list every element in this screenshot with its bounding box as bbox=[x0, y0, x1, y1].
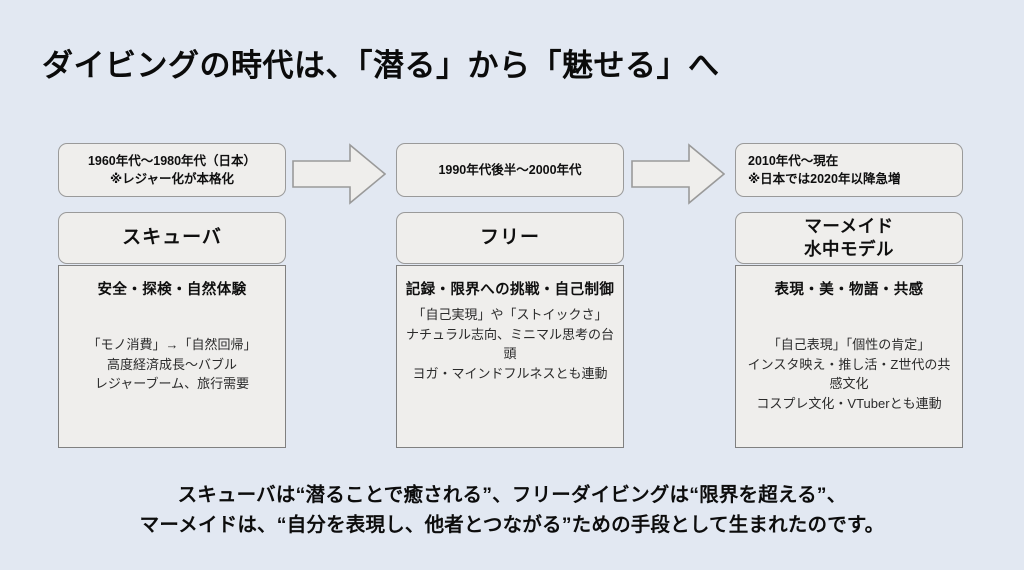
category-label-box-3: マーメイド 水中モデル bbox=[735, 212, 963, 264]
caption-line-2: マーメイドは、“自分を表現し、他者とつながる”ための手段として生まれたのです。 bbox=[139, 514, 885, 537]
category-label-box-2: フリー bbox=[396, 212, 624, 264]
category-label-3-line-2: 水中モデル bbox=[804, 239, 894, 259]
category-label-3: マーメイド 水中モデル bbox=[804, 215, 894, 261]
content-body-1-line-1: 「モノ消費」→「自然回帰」 bbox=[87, 337, 257, 353]
content-body-3: 「自己表現」「個性の肯定」 インスタ映え・推し活・Z世代の共感文化 コスプレ文化… bbox=[744, 335, 954, 413]
content-body-1-line-3: レジャーブーム、旅行需要 bbox=[94, 376, 250, 392]
content-body-2-line-1: 「自己実現」や「ストイックさ」 bbox=[412, 307, 608, 323]
period-line-3a: 2010年代〜現在 bbox=[748, 153, 839, 168]
category-label-2: フリー bbox=[479, 226, 540, 248]
category-label-box-1: スキューバ bbox=[58, 212, 286, 264]
content-heading-2: 記録・限界への挑戦・自己制御 bbox=[405, 282, 615, 298]
period-box-2: 1990年代後半〜2000年代 bbox=[396, 143, 624, 197]
content-box-3: 表現・美・物語・共感 「自己表現」「個性の肯定」 インスタ映え・推し活・Z世代の… bbox=[735, 265, 963, 448]
content-body-3-line-2: インスタ映え・推し活・Z世代の共感文化 bbox=[747, 356, 951, 392]
period-line-3b: ※日本では2020年以降急増 bbox=[748, 172, 901, 186]
summary-caption: スキューバは“潜ることで癒される”、フリーダイビングは“限界を超える”、 マーメ… bbox=[40, 480, 984, 540]
period-box-3: 2010年代〜現在 ※日本では2020年以降急増 bbox=[735, 143, 963, 197]
page-title: ダイビングの時代は、「潜る」から「魅せる」へ bbox=[42, 48, 720, 83]
category-label-3-line-1: マーメイド bbox=[804, 216, 894, 237]
content-body-2-line-3: ヨガ・マインドフルネスとも連動 bbox=[412, 365, 608, 381]
period-text-3: 2010年代〜現在 ※日本では2020年以降急増 bbox=[748, 152, 900, 188]
arrow-right-icon-1 bbox=[292, 143, 386, 205]
content-heading-3: 表現・美・物語・共感 bbox=[774, 282, 924, 298]
content-box-1: 安全・探検・自然体験 「モノ消費」→「自然回帰」 高度経済成長〜バブル レジャー… bbox=[58, 265, 286, 448]
arrow-right-icon-2 bbox=[631, 143, 725, 205]
content-body-2: 「自己実現」や「ストイックさ」 ナチュラル志向、ミニマル思考の台頭 ヨガ・マイン… bbox=[405, 305, 615, 383]
period-box-1: 1960年代〜1980年代（日本） ※レジャー化が本格化 bbox=[58, 143, 286, 197]
content-heading-1: 安全・探検・自然体験 bbox=[97, 282, 247, 298]
period-line-1b: ※レジャー化が本格化 bbox=[109, 172, 235, 186]
content-box-2: 記録・限界への挑戦・自己制御 「自己実現」や「ストイックさ」 ナチュラル志向、ミ… bbox=[396, 265, 624, 448]
period-line-1a: 1960年代〜1980年代（日本） bbox=[87, 153, 257, 168]
category-label-1: スキューバ bbox=[122, 226, 222, 248]
content-body-2-line-2: ナチュラル志向、ミニマル思考の台頭 bbox=[405, 326, 614, 362]
period-text-2: 1990年代後半〜2000年代 bbox=[438, 162, 582, 177]
content-body-1-line-2: 高度経済成長〜バブル bbox=[106, 356, 237, 372]
caption-line-1: スキューバは“潜ることで癒される”、フリーダイビングは“限界を超える”、 bbox=[177, 484, 847, 506]
content-body-1: 「モノ消費」→「自然回帰」 高度経済成長〜バブル レジャーブーム、旅行需要 bbox=[67, 335, 277, 394]
period-text-1: 1960年代〜1980年代（日本） ※レジャー化が本格化 bbox=[88, 152, 256, 188]
content-body-3-line-1: 「自己表現」「個性の肯定」 bbox=[767, 337, 931, 353]
content-body-3-line-3: コスプレ文化・VTuberとも連動 bbox=[756, 395, 942, 411]
